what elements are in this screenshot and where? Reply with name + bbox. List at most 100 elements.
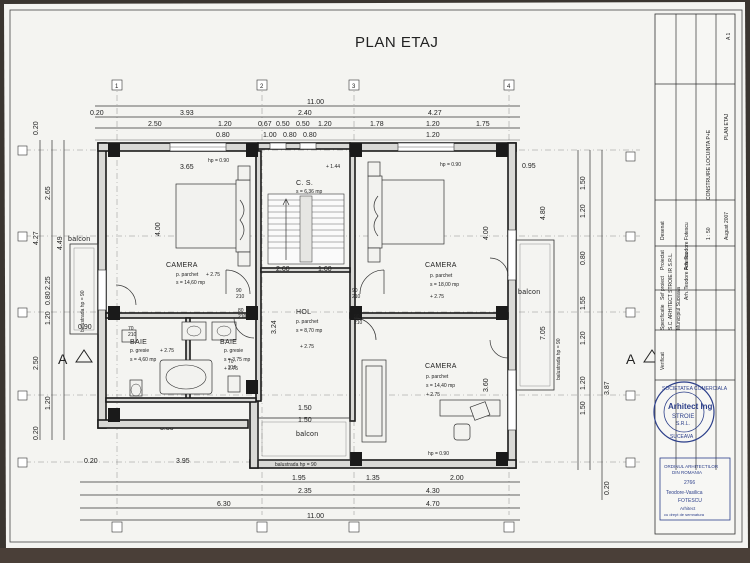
section-a-left: A <box>58 351 68 367</box>
stamp-srl: S.R.L. <box>676 421 690 427</box>
room-camera-right-floor: p. parchet <box>430 273 453 279</box>
tb-name-2: Arh. Teodore Fotescu <box>684 222 690 270</box>
dim-detail-5: 0.50 <box>296 121 310 128</box>
room-camera-right-area: s = 18,00 mp <box>430 282 459 288</box>
balustrada-right: balustrada hp = 90 <box>556 338 562 380</box>
tb-row-1: Specificatie <box>660 304 666 330</box>
dim-bottom-5: 4.30 <box>426 488 440 495</box>
tb-scale: 1 : 50 <box>706 227 712 240</box>
balustrada-left: balustrada hp = 90 <box>80 290 86 332</box>
tb-plansa: A 1 <box>726 33 732 40</box>
room-camera-bottom-area: s = 14,40 mp <box>426 383 455 389</box>
door-label-4b: 210 <box>354 320 363 326</box>
room-baie-1-floor: p. gresie <box>130 348 149 354</box>
dim-right-1: 1.50 <box>580 176 587 190</box>
inner-dim-3: 4.00 <box>483 226 490 240</box>
stamp2-rights: cu drept de semnatura <box>664 512 705 517</box>
balustrada-bottom: balustrada hp = 90 <box>275 462 317 468</box>
stamp-name: Arhitect Ing <box>668 402 713 411</box>
dim-detail-4: 0.50 <box>276 121 290 128</box>
bathroom-fixtures <box>121 321 241 397</box>
dim-small-2: 1.00 <box>263 132 277 139</box>
dim-left-10: 4.49 <box>57 236 64 250</box>
dim-small-4: 0.80 <box>303 132 317 139</box>
tb-company-details: Municipiul Suceava <box>676 287 682 330</box>
axis-3: 3 <box>352 84 356 90</box>
dim-right-6: 1.20 <box>580 376 587 390</box>
dim-right-7: 1.50 <box>580 401 587 415</box>
dim-right-8: 3.87 <box>604 381 611 395</box>
stamp-company: SOCIETATEA COMERCIALA <box>662 386 728 392</box>
door-label-4: 90 <box>354 314 360 320</box>
drawing-title: PLAN ETAJ <box>355 34 438 51</box>
dim-left-3: 4.27 <box>33 231 40 245</box>
stamp-person: STROIE <box>672 414 694 420</box>
dim-right-9: 0.20 <box>604 481 611 495</box>
dim-left-4: 2.25 <box>45 276 52 290</box>
inner-dim-12: 2.60 <box>276 266 290 273</box>
inner-dim-1: 3.65 <box>180 164 194 171</box>
tb-row-3: Proiectat <box>660 250 666 270</box>
door-label-2b: 210 <box>352 294 361 300</box>
stamp2-role: Arhitect <box>680 506 696 511</box>
dim-bottom-3: 2.00 <box>450 475 464 482</box>
axis-4: 4 <box>507 84 511 90</box>
dim-small-5: 1.20 <box>426 132 440 139</box>
inner-dim-4: 3.24 <box>271 320 278 334</box>
door-label-3b: 210 <box>238 314 247 320</box>
room-cs-name: C. S. <box>296 180 313 187</box>
dim-right-3: 0.80 <box>580 251 587 265</box>
left-dimensions: 0.20 2.65 4.27 2.25 0.80 1.20 2.50 1.20 … <box>33 121 65 440</box>
bed-right <box>367 161 445 263</box>
tb-sheet-name: PLAN ETAJ <box>724 113 730 140</box>
dim-bottom-7: 4.70 <box>426 501 440 508</box>
axis-1: 1 <box>115 84 119 90</box>
windows: hp = 0.90 hp = 0.90 hp = 0.90 <box>97 142 517 457</box>
dim-right-2: 1.20 <box>580 204 587 218</box>
tb-row-4: Desenat <box>660 221 666 240</box>
room-hol-level: + 2.75 <box>300 344 314 350</box>
door-label-1b: 210 <box>236 294 245 300</box>
furniture <box>361 359 501 443</box>
door-label-1: 90 <box>236 288 242 294</box>
inner-dim-9: 0.90 <box>78 324 92 331</box>
dim-detail-6: 1.20 <box>318 121 332 128</box>
room-camera-bottom-name: CAMERA <box>425 363 457 370</box>
background-strip <box>0 548 750 563</box>
dim-bottom-10: 0.20 <box>84 458 98 465</box>
room-baie-2-level: + 2.75 <box>224 366 238 372</box>
dim-detail-2: 1.20 <box>218 121 232 128</box>
door-label-5: 70 <box>128 326 134 332</box>
dim-right-4: 1.55 <box>580 296 587 310</box>
dim-bottom-2: 1.35 <box>366 475 380 482</box>
room-baie-1-level: + 2.75 <box>160 348 174 354</box>
dim-small-3: 0.80 <box>283 132 297 139</box>
stamp2-title: ORDINUL ARHITECTILOR <box>664 464 719 469</box>
stamp-city: SUCEAVA <box>670 434 694 440</box>
dim-left-6: 1.20 <box>45 311 52 325</box>
room-baie-1-area: s = 4,60 mp <box>130 357 156 363</box>
inner-dim-7: 4.80 <box>540 206 547 220</box>
room-labels: CAMERA p. parchet s = 14,60 mp + 2.75 CA… <box>130 164 459 398</box>
dim-offset-left: 0.20 <box>90 110 104 117</box>
room-baie-2-name: BAIE <box>220 339 237 346</box>
room-camera-bottom-level: + 2.75 <box>426 392 440 398</box>
dim-right-5: 1.20 <box>580 331 587 345</box>
dim-top-total: 11.00 <box>307 99 324 106</box>
dim-small-1: 0.80 <box>216 132 230 139</box>
section-a-right: A <box>626 351 636 367</box>
inner-dim-2: 4.00 <box>155 222 162 236</box>
room-hol-name: HOL <box>296 309 311 316</box>
inner-dimensions: 3.65 4.00 4.00 3.24 1.50 3.60 4.80 7.05 … <box>78 163 547 424</box>
stamp2-surname: FOTESCU <box>678 498 702 504</box>
room-cs-level: + 1.44 <box>326 164 340 170</box>
structural-columns <box>108 143 508 466</box>
dim-top-3: 4.27 <box>428 110 442 117</box>
inner-dim-13: 1.60 <box>318 266 332 273</box>
axis-2: 2 <box>260 84 264 90</box>
tb-date: August 2007 <box>724 212 730 240</box>
room-baie-1-name: BAIE <box>130 339 147 346</box>
window-hp-3: hp = 0.90 <box>428 451 449 457</box>
tb-company: S.C. ARHITECT STROIE IR S.R.L. <box>668 253 674 330</box>
